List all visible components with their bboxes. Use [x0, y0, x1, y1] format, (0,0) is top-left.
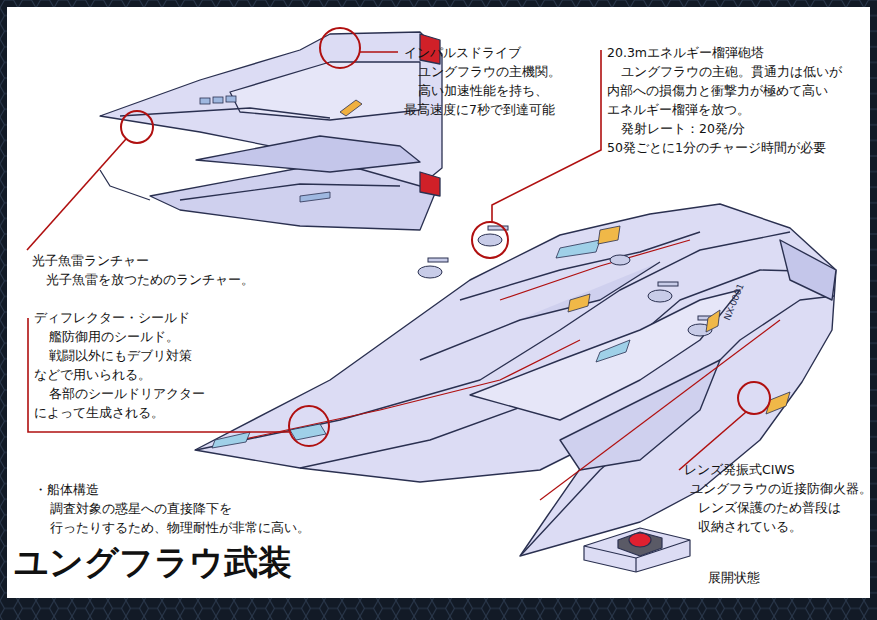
note-heading: ・船体構造 — [34, 482, 99, 498]
callout-text: などで用いられる。 — [34, 367, 151, 383]
callout-heading: レンズ発振式CIWS — [684, 462, 795, 478]
callout-text: 発射レート：20発/分 — [621, 121, 745, 137]
callout-text: 内部への損傷力と衝撃力が極めて高い — [607, 83, 828, 99]
view-caption: 展開状態 — [708, 570, 760, 586]
callout-text: レンズ保護のため普段は — [698, 500, 841, 516]
note-text: 行ったりするため、物理耐性が非常に高い。 — [50, 520, 310, 536]
callout-text: 50発ごとに1分のチャージ時間が必要 — [607, 140, 826, 156]
callout-text: 最高速度に7秒で到達可能 — [404, 102, 555, 118]
callout-heading: 20.3mエネルギー榴弾砲塔 — [607, 45, 764, 61]
callout-text: 戦闘以外にもデブリ対策 — [49, 348, 192, 364]
callout-text: 収納されている。 — [698, 519, 802, 535]
note-text: 調査対象の惑星への直接降下を — [50, 501, 232, 517]
callout-heading: ディフレクター・シールド — [34, 310, 190, 326]
callout-text: 高い加速性能を持ち、 — [418, 83, 548, 99]
callout-text: 各部のシールドリアクター — [49, 386, 205, 402]
hull-marking: NX-0001 — [722, 282, 746, 322]
callout-text: ユングフラウの近接防御火器。 — [690, 481, 872, 497]
diagram-title: ユングフラウ武装 — [14, 542, 292, 582]
callout-text: ユングフラウの主機関。 — [418, 64, 561, 80]
callout-text: エネルギー榴弾を放つ。 — [607, 102, 750, 118]
callout-text: 艦防御用のシールド。 — [49, 329, 179, 345]
callout-text: によって生成される。 — [34, 405, 164, 421]
callout-heading: インパルスドライブ — [404, 45, 521, 61]
callout-text: 光子魚雷を放つためのランチャー。 — [46, 272, 254, 288]
callout-heading: 光子魚雷ランチャー — [32, 253, 149, 269]
callout-text: ユングフラウの主砲。貫通力は低いが — [621, 64, 842, 80]
